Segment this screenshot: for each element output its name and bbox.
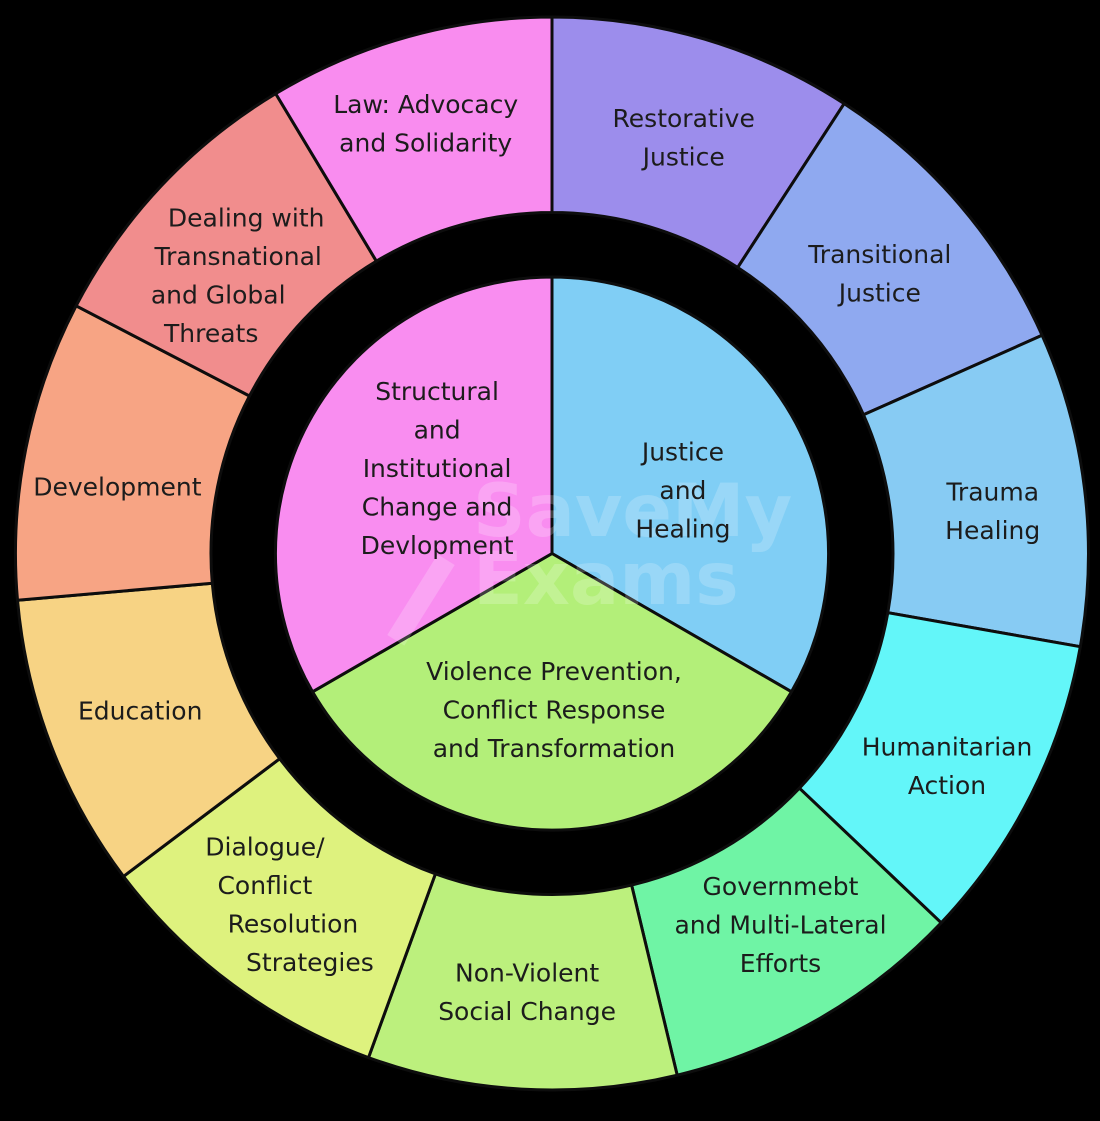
segment-inner-justice-and-healing (550, 275, 830, 694)
segment-inner-structural-and-institutional-change-and-devlopment (274, 275, 554, 694)
watermark-line2: Exams (473, 537, 739, 622)
watermark-line1: SaveMy (473, 469, 792, 554)
label-education: Education (78, 697, 202, 726)
watermark-slash-icon (387, 554, 455, 646)
label-development: Development (33, 473, 201, 502)
segment-outer-law-advocacy-and-solidarity (274, 15, 554, 263)
